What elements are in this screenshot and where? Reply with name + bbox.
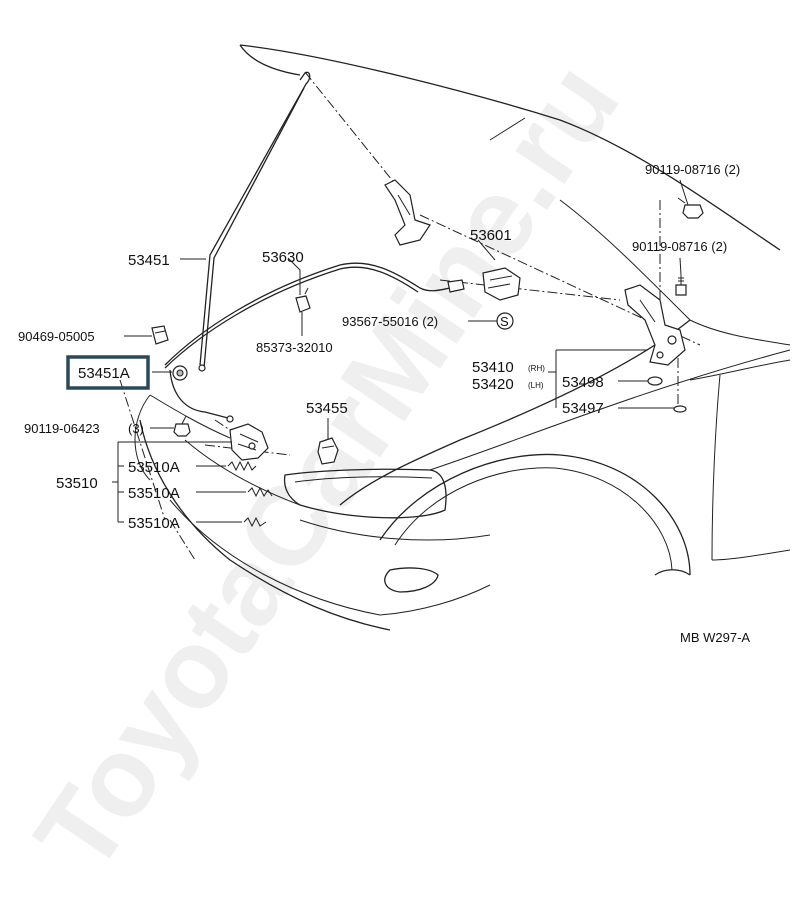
- support-holder-53455: [317, 437, 339, 465]
- label-53601[interactable]: 53601: [470, 227, 512, 244]
- hood-support-rod: [198, 71, 311, 372]
- hood-hinge: [624, 284, 686, 366]
- figure-code: MB W297-A: [680, 630, 750, 645]
- label-53510A-3[interactable]: 53510A: [128, 515, 180, 532]
- label-53451[interactable]: 53451: [128, 252, 170, 269]
- clamp-90469-05005: [151, 325, 169, 345]
- clip-85373-32010: [295, 287, 311, 313]
- label-53410-side: (RH): [528, 364, 545, 373]
- highlight-box: [66, 355, 150, 390]
- label-53497[interactable]: 53497: [562, 400, 604, 417]
- label-53455[interactable]: 53455: [306, 400, 348, 417]
- label-53630[interactable]: 53630: [262, 249, 304, 266]
- label-90119-06423-qty: (3): [128, 421, 144, 436]
- cushion-53497: [673, 405, 687, 413]
- s-mark-label: S: [500, 314, 509, 329]
- spring-53510A-1: [227, 460, 257, 472]
- hood-lock-assembly: [229, 423, 269, 461]
- label-53510[interactable]: 53510: [56, 475, 98, 492]
- leader-lines: [112, 179, 689, 523]
- label-53420-side: (LH): [528, 381, 544, 390]
- label-90119-06423[interactable]: 90119-06423: [24, 421, 100, 436]
- label-90119-08716-lower[interactable]: 90119-08716 (2): [632, 239, 727, 254]
- label-90469-05005[interactable]: 90469-05005: [18, 329, 95, 344]
- spring-53510A-3: [243, 516, 267, 528]
- label-53510A-2[interactable]: 53510A: [128, 485, 180, 502]
- label-90119-08716-upper[interactable]: 90119-08716 (2): [645, 162, 740, 177]
- label-53498[interactable]: 53498: [562, 374, 604, 391]
- label-53410[interactable]: 53410: [472, 359, 514, 376]
- bolt-90119-06423: [173, 415, 191, 437]
- label-93567-55016[interactable]: 93567-55016 (2): [342, 314, 438, 329]
- part-53601-bracket: [482, 267, 521, 301]
- watermark-text: ToyotaCarMine.ru: [11, 41, 642, 893]
- release-cable: [164, 262, 465, 423]
- cushion-53498: [647, 376, 663, 386]
- car-body-outline: [134, 44, 791, 631]
- spring-53510A-2: [247, 486, 273, 498]
- part-labels: 53451 53630 53601 90119-08716 (2) 90119-…: [18, 162, 750, 645]
- label-53420[interactable]: 53420: [472, 376, 514, 393]
- bolt-90119-08716-upper: [677, 197, 704, 219]
- label-53451A[interactable]: 53451A: [78, 365, 130, 382]
- label-53510A-1[interactable]: 53510A: [128, 459, 180, 476]
- hood-striker: [384, 179, 431, 246]
- label-85373-32010[interactable]: 85373-32010: [256, 340, 333, 355]
- bolt-90119-08716-lower: [675, 275, 687, 296]
